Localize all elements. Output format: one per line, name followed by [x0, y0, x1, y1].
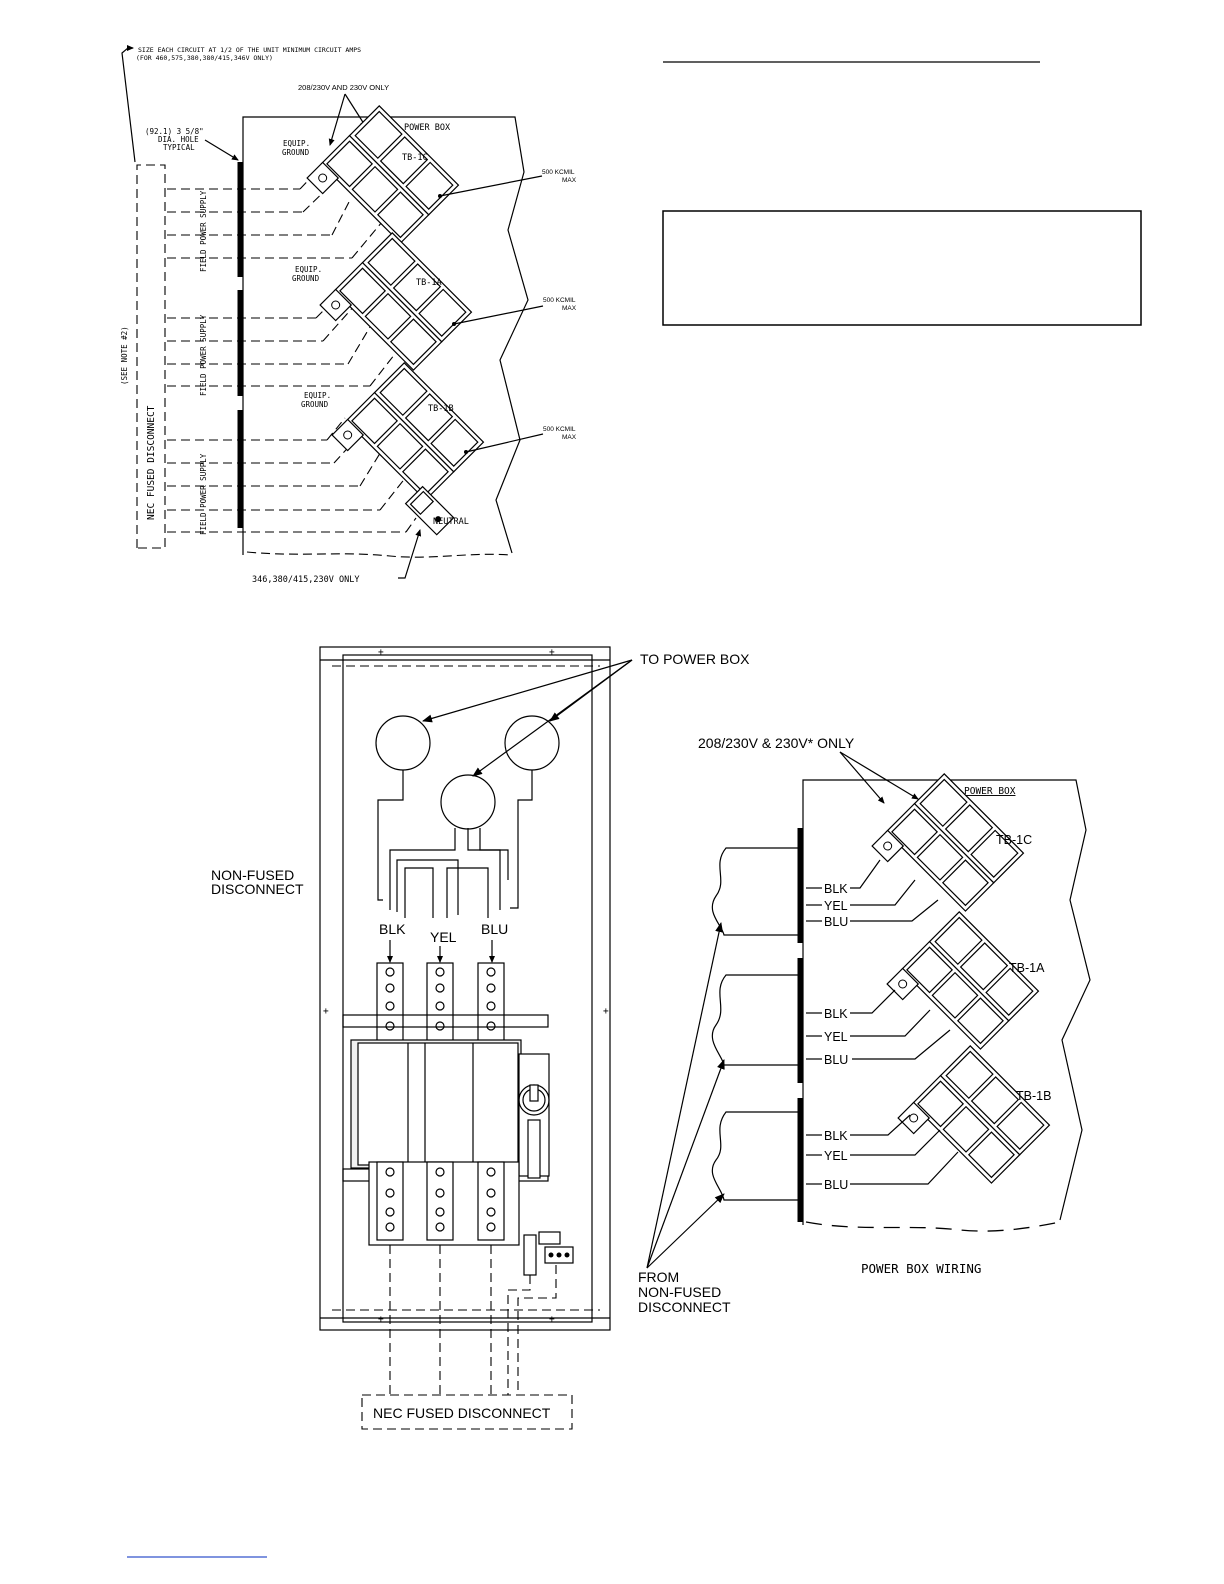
hole-typical-label: TYPICAL — [163, 143, 195, 152]
from-label-3: DISCONNECT — [638, 1299, 731, 1315]
note-size-circuit: SIZE EACH CIRCUIT AT 1/2 OF THE UNIT MIN… — [138, 46, 361, 54]
svg-text:+: + — [549, 1314, 555, 1325]
svg-text:+: + — [378, 647, 384, 658]
kcmil-max-2: MAX — [562, 305, 577, 312]
power-box-wiring-caption: POWER BOX WIRING — [861, 1261, 981, 1276]
equip-ground-1a-line2: GROUND — [292, 274, 320, 283]
field-power-supply-3: FIELD POWER SUPPLY — [199, 453, 208, 535]
non-fused-label-2: DISCONNECT — [211, 881, 304, 897]
field-power-supply-2: FIELD POWER SUPPLY — [199, 314, 208, 396]
wiring-blk-3: BLK — [824, 1129, 848, 1143]
equip-ground-1b-line2: GROUND — [301, 400, 329, 409]
from-label-1: FROM — [638, 1269, 679, 1285]
equip-ground-1c-line1: EQUIP. — [283, 139, 310, 148]
wiring-yel-2: YEL — [824, 1030, 848, 1044]
wiring-tb-1b-label: TB-1B — [1016, 1089, 1051, 1103]
neutral-block — [404, 485, 455, 536]
knockout-center — [440, 774, 496, 830]
yel-label: YEL — [430, 929, 457, 945]
wiring-tb-1a-block — [886, 911, 1040, 1050]
svg-text:+: + — [549, 647, 555, 658]
wiring-blk-1: BLK — [824, 882, 848, 896]
blu-label: BLU — [481, 921, 508, 937]
note-voltages: (FOR 460,575,380,380/415,346V ONLY) — [136, 54, 273, 62]
neutral-label: NEUTRAL — [433, 517, 469, 527]
title-208-230: 208/230V & 230V* ONLY — [698, 735, 855, 751]
wiring-tb-1a-label: TB-1A — [1009, 961, 1045, 975]
svg-text:+: + — [603, 1006, 609, 1017]
to-power-box-label: TO POWER BOX — [640, 651, 750, 667]
bottom-lugs — [368, 1161, 520, 1246]
knockout-right — [504, 715, 560, 771]
svg-text:+: + — [378, 1314, 384, 1325]
switch-body — [350, 1039, 550, 1179]
from-label-2: NON-FUSED — [638, 1284, 721, 1300]
hole-dia-label: DIA. HOLE — [158, 135, 199, 144]
empty-note-box — [662, 210, 1142, 326]
top-field-wiring-diagram: SIZE EACH CIRCUIT AT 1/2 OF THE UNIT MIN… — [120, 45, 577, 585]
hole-dim-label: (92.1) 3 5/8" — [145, 127, 204, 136]
ground-lug — [523, 1231, 574, 1276]
power-box-label-2: POWER BOX — [964, 786, 1016, 797]
wiring-blu-2: BLU — [824, 1053, 848, 1067]
tb-1a-label: TB-1A — [416, 278, 442, 288]
tb-1b-label: TB-1B — [428, 404, 454, 414]
kcmil-2: 500 KCMIL — [543, 297, 576, 304]
tb-1c-label: TB-1C — [402, 153, 428, 163]
wiring-tb-1b-block — [897, 1045, 1051, 1184]
wiring-tb-1c-block — [871, 773, 1025, 912]
non-fused-label-1: NON-FUSED — [211, 867, 294, 883]
wiring-yel-1: YEL — [824, 899, 848, 913]
field-power-supply-1: FIELD POWER SUPPLY — [199, 190, 208, 272]
wiring-tb-1c-label: TB-1C — [996, 833, 1032, 847]
top-lugs — [376, 962, 505, 1042]
note-208-230: 208/230V AND 230V ONLY — [298, 83, 389, 92]
tb-1c-block — [306, 105, 460, 244]
svg-text:+: + — [323, 1006, 329, 1017]
equip-ground-1b-line1: EQUIP. — [304, 391, 331, 400]
nec-fused-disconnect-vertical: NEC FUSED DISCONNECT — [146, 405, 157, 520]
tb-1a-block — [319, 232, 473, 371]
see-note-2: (SEE NOTE #2) — [120, 326, 129, 385]
power-box-wiring-diagram: 208/230V & 230V* ONLY POWER BOX TB-1C — [638, 735, 1091, 1315]
power-box-label: POWER BOX — [404, 123, 451, 133]
wiring-blu-1: BLU — [824, 915, 848, 929]
wiring-blk-2: BLK — [824, 1007, 848, 1021]
kcmil-max-3: MAX — [562, 434, 577, 441]
kcmil-1: 500 KCMIL — [542, 169, 575, 176]
non-fused-disconnect-diagram: + + + + + + TO POWER BOX NON-FUSED DISCO… — [211, 646, 750, 1430]
kcmil-3: 500 KCMIL — [543, 426, 576, 433]
nec-fused-disconnect-label: NEC FUSED DISCONNECT — [373, 1405, 551, 1421]
equip-ground-1c-line2: GROUND — [282, 148, 310, 157]
wiring-blu-3: BLU — [824, 1178, 848, 1192]
note-346-label: 346,380/415,230V ONLY — [252, 575, 359, 585]
blk-label: BLK — [379, 921, 406, 937]
equip-ground-1a-line1: EQUIP. — [295, 265, 322, 274]
tb-1b-block — [331, 362, 485, 501]
wiring-yel-3: YEL — [824, 1149, 848, 1163]
knockout-left — [375, 715, 431, 771]
kcmil-max-1: MAX — [562, 177, 577, 184]
